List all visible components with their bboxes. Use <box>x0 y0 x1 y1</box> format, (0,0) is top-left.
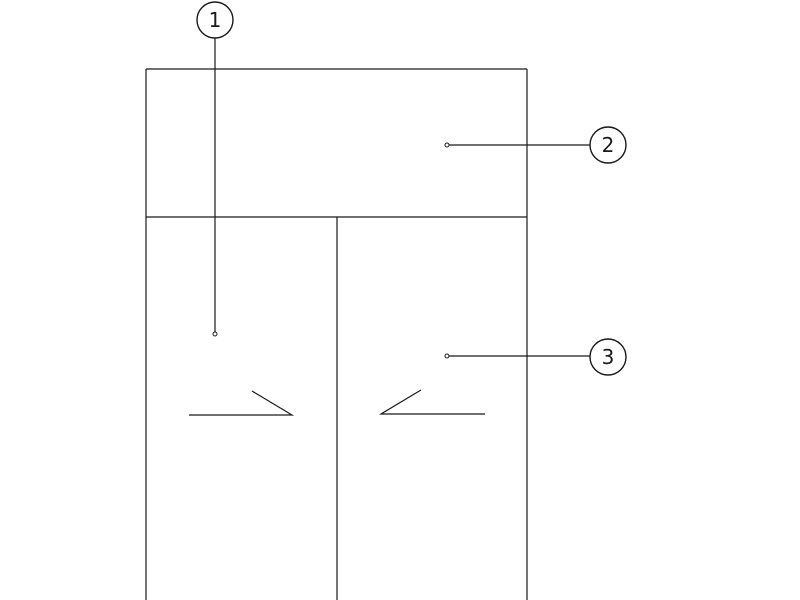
cabinet <box>145 68 528 600</box>
callout-2-circle <box>589 126 627 164</box>
callout-2-target-dot <box>444 142 450 148</box>
callout-1: 1 <box>196 1 234 337</box>
callout-3-circle <box>589 338 627 376</box>
callout-1-circle <box>196 1 234 39</box>
callout-2-label: 2 <box>602 133 615 157</box>
callout-1-label: 1 <box>209 8 222 32</box>
door-indicators <box>189 389 485 416</box>
callout-3-label: 3 <box>602 345 615 369</box>
left-door-handle-symbol <box>189 390 295 416</box>
right-door-handle-symbol <box>378 389 485 415</box>
callout-3: 3 <box>444 338 627 376</box>
callout-1-target-dot <box>212 331 218 337</box>
callout-2: 2 <box>444 126 627 164</box>
callout-3-target-dot <box>444 353 450 359</box>
